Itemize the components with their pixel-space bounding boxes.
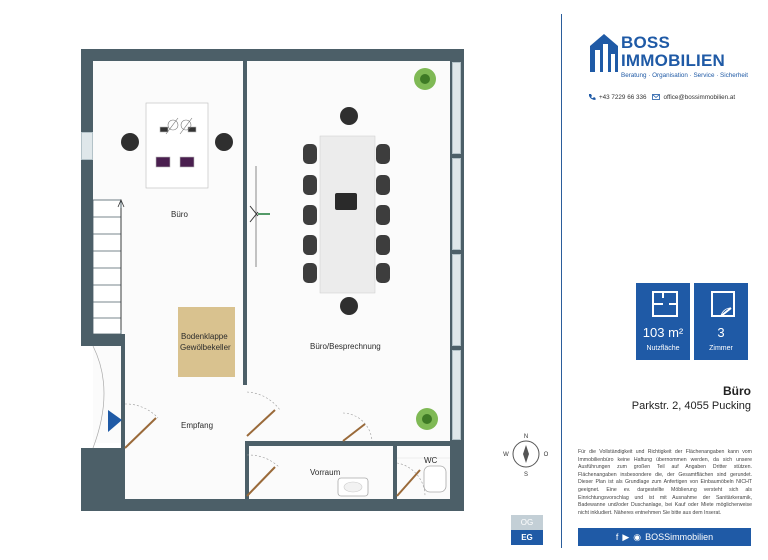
- contact-email[interactable]: office@bossimmobilien.at: [663, 93, 736, 101]
- wall-bottom: [81, 499, 464, 511]
- wall-buero-divider: [243, 61, 247, 385]
- conference-table: [319, 135, 376, 294]
- instagram-icon[interactable]: ◉: [633, 531, 642, 542]
- sliding-door: [249, 166, 270, 267]
- brand-name-line2: IMMOBILIEN: [621, 51, 725, 70]
- wall-staircase-right: [121, 334, 125, 499]
- plant-top: [414, 68, 436, 90]
- stat-area-label: Nutzfläche: [646, 345, 680, 352]
- compass-w: W: [503, 452, 509, 458]
- room-label-empfang: Empfang: [181, 421, 214, 430]
- wall-left-lower: [81, 448, 125, 511]
- contact-phone[interactable]: +43 7229 66 336: [599, 93, 647, 101]
- window-right-4: [452, 350, 461, 440]
- wall-wc-left: [393, 446, 397, 499]
- stat-area-value: 103 m²: [642, 325, 684, 340]
- info-panel: BOSS IMMOBILIEN Beratung · Organisation …: [560, 0, 768, 560]
- window-right-1: [452, 62, 461, 154]
- email-icon: [652, 94, 661, 100]
- wall-top: [81, 49, 464, 61]
- brand-logo: BOSS IMMOBILIEN Beratung · Organisation …: [588, 26, 748, 86]
- staircase: [92, 198, 125, 335]
- floor-hatch: [178, 307, 235, 377]
- window-right-3: [452, 254, 461, 346]
- toilet-icon: [423, 465, 447, 493]
- room-label-besprechung: Büro/Besprechnung: [310, 342, 381, 351]
- floorplan-area-icon: [652, 291, 678, 317]
- compass-icon: N S W O: [503, 431, 549, 478]
- hatch-label-line2: Gewölbekeller: [180, 343, 231, 352]
- wall-left-mid: [81, 160, 93, 346]
- panel-divider: [561, 14, 562, 548]
- floor-tab-og[interactable]: OG: [511, 515, 543, 530]
- wall-vorraum-left: [245, 441, 249, 499]
- stat-area: 103 m² Nutzfläche: [636, 283, 690, 360]
- plant-bottom: [416, 408, 438, 430]
- compass-s: S: [524, 472, 528, 477]
- social-bar[interactable]: f ▶ ◉ BOSSimmobilien: [578, 528, 751, 546]
- phone-icon: [589, 94, 596, 100]
- desk-group: [145, 102, 209, 189]
- floor-plan: Büro Büro/Besprechnung Empfang Vorraum W…: [81, 49, 549, 545]
- compass-o: O: [544, 452, 549, 458]
- stat-rooms: 3 Zimmer: [694, 283, 748, 360]
- door-icon: [711, 291, 735, 317]
- conference-phone: [335, 193, 357, 210]
- wall-entry-frame: [81, 334, 125, 346]
- brand-name-line1: BOSS: [621, 33, 670, 52]
- hatch-label-line1: Bodenklappe: [181, 332, 228, 341]
- floor-plan-furniture: [92, 68, 450, 497]
- property-title: Büro: [723, 384, 751, 398]
- office-chairs: [121, 107, 358, 315]
- property-address: Parkstr. 2, 4055 Pucking: [631, 400, 751, 412]
- contact-row: +43 7229 66 336 office@bossimmobilien.at: [588, 93, 735, 101]
- window-left: [81, 132, 93, 160]
- stat-rooms-value: 3: [717, 325, 725, 340]
- house-logo-icon: [590, 34, 618, 72]
- window-right-2: [452, 158, 461, 250]
- room-label-vorraum: Vorraum: [310, 468, 341, 477]
- facebook-icon[interactable]: f: [615, 532, 619, 542]
- room-label-wc: WC: [424, 456, 438, 465]
- floor-tab-eg[interactable]: EG: [511, 530, 543, 545]
- room-label-buero: Büro: [171, 210, 188, 219]
- disclaimer-text: Für die Vollständigkeit und Richtigkeit …: [578, 449, 752, 516]
- stat-rooms-label: Zimmer: [709, 345, 733, 352]
- doors: [124, 391, 426, 497]
- wall-left-upper: [81, 49, 93, 132]
- entrance-arrow-icon: [108, 410, 122, 432]
- wall-vorraum-top: [245, 441, 450, 446]
- brand-tagline: Beratung · Organisation · Service · Sich…: [621, 72, 749, 79]
- conference-chairs: [303, 144, 390, 283]
- youtube-icon[interactable]: ▶: [622, 531, 630, 542]
- social-handle[interactable]: BOSSimmobilien: [645, 532, 714, 542]
- compass-n: N: [524, 434, 528, 440]
